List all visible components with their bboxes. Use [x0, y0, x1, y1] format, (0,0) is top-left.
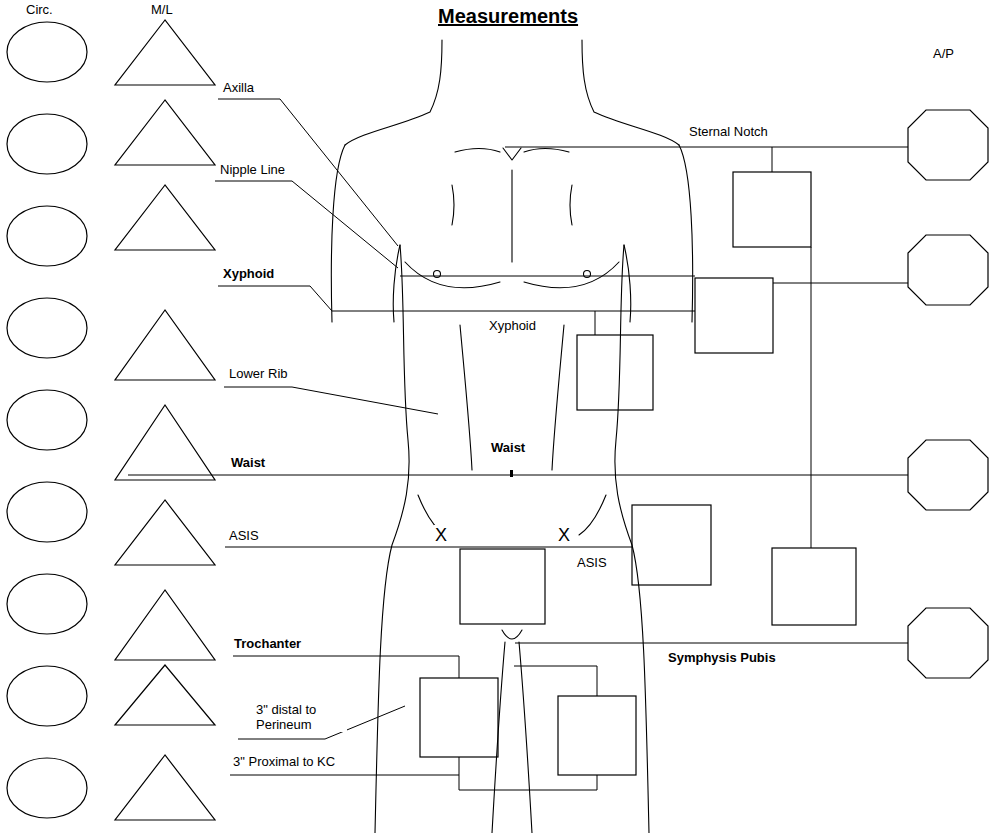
ml-triangle [115, 590, 215, 660]
sternal-link [772, 147, 773, 172]
length-square [632, 505, 711, 585]
circumference-oval [7, 482, 87, 542]
circumference-oval [7, 22, 87, 82]
ml-triangle [115, 310, 215, 380]
neck-shoulder [582, 40, 679, 145]
length-square [558, 696, 636, 775]
length-square [420, 678, 498, 757]
measurement-label: Lower Rib [228, 366, 289, 381]
measurement-label: Xyphoid [222, 266, 275, 281]
clavicle [455, 149, 500, 153]
hip-line [579, 495, 606, 535]
measurement-label: Xyphoid [488, 318, 537, 333]
measurement-label: Trochanter [233, 636, 302, 651]
nipple-leader [215, 181, 398, 268]
circumference-oval [7, 574, 87, 634]
ml-triangle [115, 405, 215, 480]
pectoral-line [405, 262, 500, 288]
perineum-link [514, 666, 597, 696]
waist-line [128, 475, 908, 476]
inner-leg [519, 642, 532, 833]
leader-lines [128, 99, 908, 790]
xyphoid-link [595, 311, 596, 335]
length-square [460, 549, 545, 624]
symphysis-line [515, 643, 908, 644]
xyphoid-line [218, 286, 695, 311]
circumference-ovals [7, 22, 87, 818]
ap-octagon [908, 608, 988, 678]
circumference-oval [7, 298, 87, 358]
landmark-mark: X [434, 525, 448, 545]
circumference-oval [7, 206, 87, 266]
trochanter-line [233, 656, 459, 678]
length-square [577, 335, 653, 410]
asis-line [225, 547, 632, 548]
ap-octagons [908, 110, 988, 678]
ml-triangle [115, 185, 215, 250]
length-square [695, 278, 773, 353]
abdominal-line [552, 325, 564, 470]
ml-triangle [115, 755, 215, 820]
page-title: Measurements [438, 4, 578, 28]
proximal-kc-line [230, 775, 459, 776]
measurement-label: M/L [150, 2, 174, 17]
sternal-notch-line [505, 147, 908, 148]
measurement-label: Nipple Line [219, 162, 286, 177]
chest-line [570, 185, 572, 225]
circumference-oval [7, 758, 87, 818]
circumference-oval [7, 666, 87, 726]
measurement-label: Axilla [222, 80, 255, 95]
measurement-label: A/P [932, 46, 955, 61]
torso-outline [375, 245, 409, 833]
thigh-link [459, 757, 597, 790]
crotch-line [502, 630, 522, 639]
sternal-to-pubis-line [811, 247, 812, 548]
ml-triangles [115, 20, 215, 820]
axilla-leader [218, 99, 398, 246]
measurement-label: Waist [230, 455, 266, 470]
measurement-label: Circ. [25, 2, 54, 17]
neck-shoulder [345, 40, 442, 145]
chest-line [452, 185, 454, 225]
torso-outline [615, 245, 649, 833]
ap-octagon [908, 440, 988, 510]
nipple-line [400, 276, 695, 277]
arm-outline [624, 245, 631, 322]
inner-leg [492, 642, 505, 833]
clavicle [524, 149, 569, 153]
measurement-label: 3" distal to Perineum [255, 702, 347, 732]
circumference-oval [7, 390, 87, 450]
sternal-notch [503, 148, 521, 160]
measurement-label: 3" Proximal to KC [232, 754, 336, 769]
sternum-line [511, 170, 512, 262]
measurement-label: ASIS [228, 528, 260, 543]
circumference-oval [7, 114, 87, 174]
measurement-label: Symphysis Pubis [667, 650, 777, 665]
ml-triangle [115, 100, 215, 165]
length-squares [420, 172, 856, 775]
ap-octagon [908, 110, 988, 180]
landmark-mark: X [557, 525, 571, 545]
arm-outline [393, 245, 400, 322]
length-square [772, 548, 856, 625]
measurement-label: Waist [490, 440, 526, 455]
ml-triangle [115, 665, 215, 725]
ap-octagon [908, 235, 988, 305]
measurement-label: ASIS [576, 555, 608, 570]
nipple-ap-line [773, 283, 908, 284]
length-square [733, 172, 811, 247]
abdominal-line [460, 325, 472, 470]
lower-rib-leader [224, 387, 438, 414]
measurement-label: Sternal Notch [688, 124, 769, 139]
navel [510, 470, 513, 477]
arm-outline [679, 145, 693, 322]
pectoral-line [524, 262, 619, 288]
ml-triangle [115, 20, 215, 85]
ml-triangle [115, 500, 215, 565]
